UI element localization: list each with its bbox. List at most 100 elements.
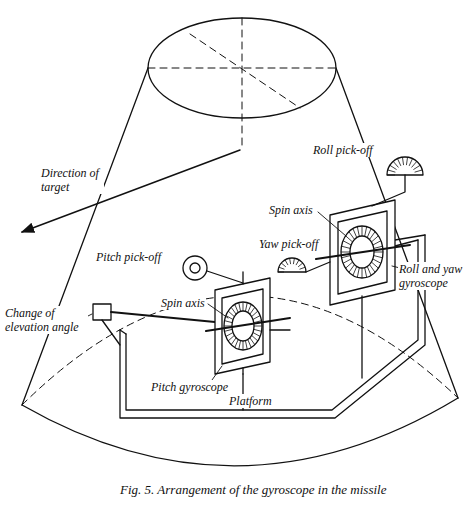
hatch-stroke bbox=[239, 341, 241, 350]
hatch-stroke bbox=[235, 304, 238, 312]
hatch-stroke bbox=[343, 259, 351, 263]
direction-label: Direction of target bbox=[40, 166, 104, 194]
missile-bottom bbox=[22, 398, 458, 466]
hatch-stroke bbox=[367, 266, 371, 275]
elevation-shaft bbox=[111, 312, 215, 322]
hatch-stroke bbox=[374, 256, 383, 258]
target-arrow bbox=[22, 150, 240, 232]
hatch-stroke bbox=[245, 341, 247, 350]
hatch-stroke bbox=[252, 335, 258, 341]
hatch-stroke bbox=[298, 263, 303, 267]
hatch-stroke bbox=[231, 338, 236, 345]
missile-side bbox=[22, 68, 148, 405]
hatch-stroke bbox=[226, 316, 233, 320]
hatch-stroke bbox=[353, 266, 357, 275]
part-label: Pitch gyroscope bbox=[150, 380, 229, 394]
hatch-stroke bbox=[402, 157, 403, 165]
hatch-stroke bbox=[231, 307, 236, 314]
hatch-stroke bbox=[250, 338, 255, 345]
hatch-stroke bbox=[346, 236, 353, 242]
leader-line bbox=[208, 304, 228, 318]
hatch-stroke bbox=[300, 267, 306, 269]
roll-yaw-gyroscope bbox=[316, 200, 410, 378]
part-label: Roll and yaw gyroscope bbox=[398, 262, 470, 290]
hatch-stroke bbox=[398, 159, 401, 166]
part-label: Pitch pick-off bbox=[95, 250, 162, 264]
hatch-stroke bbox=[243, 341, 244, 350]
hatch-stroke bbox=[365, 227, 367, 237]
platform bbox=[120, 235, 425, 418]
yaw-pick-off bbox=[278, 258, 330, 272]
hatch-stroke bbox=[224, 321, 232, 323]
roll-pick-off bbox=[372, 157, 423, 206]
hatch-stroke bbox=[371, 236, 378, 242]
part-label: Platform bbox=[228, 394, 273, 408]
hatch-stroke bbox=[252, 311, 258, 317]
hatch-stroke bbox=[243, 302, 244, 311]
leader-line bbox=[318, 212, 346, 236]
hatch-stroke bbox=[248, 304, 251, 312]
wheel-hatching bbox=[224, 157, 422, 350]
hatch-stroke bbox=[290, 258, 291, 264]
hatch-stroke bbox=[296, 260, 299, 265]
hatch-stroke bbox=[349, 232, 355, 240]
hatch-stroke bbox=[406, 157, 407, 165]
hatch-stroke bbox=[413, 165, 420, 169]
hatch-stroke bbox=[341, 252, 350, 253]
hatch-stroke bbox=[279, 267, 285, 269]
part-label: Roll pick-off bbox=[312, 143, 374, 157]
pitch-pick-off bbox=[183, 256, 243, 283]
hatch-stroke bbox=[387, 175, 395, 176]
hatch-stroke bbox=[409, 159, 412, 166]
hatch-stroke bbox=[362, 226, 363, 236]
hatch-stroke bbox=[253, 316, 260, 320]
part-label: Spin axis bbox=[268, 203, 314, 217]
hatch-stroke bbox=[285, 260, 288, 265]
hatch-stroke bbox=[293, 258, 294, 264]
hatch-stroke bbox=[281, 263, 286, 267]
hatch-stroke bbox=[357, 268, 359, 278]
hatch-stroke bbox=[342, 246, 351, 248]
hatch-stroke bbox=[369, 265, 375, 273]
hatch-stroke bbox=[415, 170, 423, 172]
hatch-stroke bbox=[248, 340, 251, 348]
hatch-stroke bbox=[346, 262, 353, 268]
hatch-stroke bbox=[371, 262, 378, 268]
hatch-stroke bbox=[369, 232, 375, 240]
axis-line bbox=[242, 18, 243, 150]
hatch-stroke bbox=[353, 229, 357, 238]
elevation-servo bbox=[93, 304, 111, 320]
hatch-stroke bbox=[253, 333, 260, 337]
hatch-stroke bbox=[235, 340, 238, 348]
figure-caption: Fig. 5. Arrangement of the gyroscope in … bbox=[120, 482, 386, 498]
hatch-stroke bbox=[367, 229, 371, 238]
hatch-stroke bbox=[374, 252, 383, 253]
hatch-stroke bbox=[228, 335, 234, 341]
hatch-stroke bbox=[239, 303, 241, 312]
hatch-stroke bbox=[254, 321, 262, 323]
part-label: Change of elevation angle bbox=[4, 306, 88, 334]
hatch-stroke bbox=[349, 265, 355, 273]
hatch-stroke bbox=[254, 326, 262, 327]
hatch-stroke bbox=[226, 333, 233, 337]
hatch-stroke bbox=[365, 268, 367, 278]
hatch-stroke bbox=[373, 241, 381, 245]
leader-line bbox=[212, 366, 222, 380]
hatch-stroke bbox=[412, 161, 417, 167]
hatch-stroke bbox=[343, 241, 351, 245]
hatch-stroke bbox=[362, 268, 363, 278]
hatch-stroke bbox=[342, 256, 351, 258]
missile-side bbox=[336, 68, 458, 398]
axis-line bbox=[190, 34, 300, 108]
servo-mount bbox=[102, 320, 120, 345]
hatch-stroke bbox=[224, 326, 232, 327]
hatch-stroke bbox=[224, 329, 232, 331]
part-label: Spin axis bbox=[160, 296, 206, 310]
hatch-stroke bbox=[393, 161, 398, 167]
hatch-stroke bbox=[390, 165, 397, 169]
hatch-stroke bbox=[357, 227, 359, 237]
part-label: Yaw pick-off bbox=[258, 237, 319, 251]
hatch-stroke bbox=[374, 246, 383, 248]
